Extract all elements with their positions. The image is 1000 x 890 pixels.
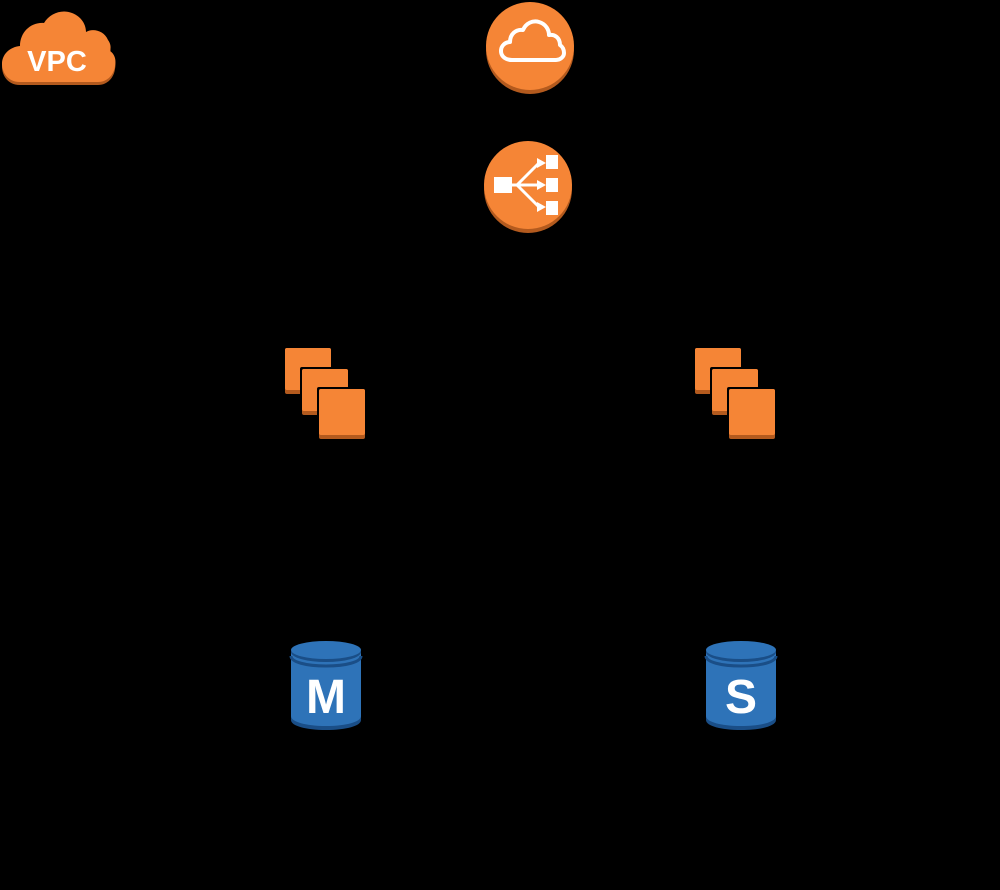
ec2-instances-icon: [285, 348, 365, 439]
load-balancer: [481, 140, 575, 234]
database-slave-label: S: [725, 671, 757, 724]
database-icon: M: [289, 641, 363, 730]
internet-gateway: [484, 2, 576, 96]
database-icon: S: [704, 641, 778, 730]
ec2-instances-right: [693, 346, 779, 442]
vpc-label: VPC: [27, 46, 87, 78]
vpc-badge: VPC: [0, 8, 118, 88]
database-master-label: M: [306, 671, 346, 724]
ec2-instances-left: [283, 346, 369, 442]
cloud-icon: [486, 2, 574, 94]
ec2-instances-icon: [695, 348, 775, 439]
vpc-cloud-icon: VPC: [2, 11, 116, 85]
load-balancer-icon: [484, 141, 572, 233]
database-slave: S: [703, 638, 779, 732]
database-master: M: [288, 638, 364, 732]
